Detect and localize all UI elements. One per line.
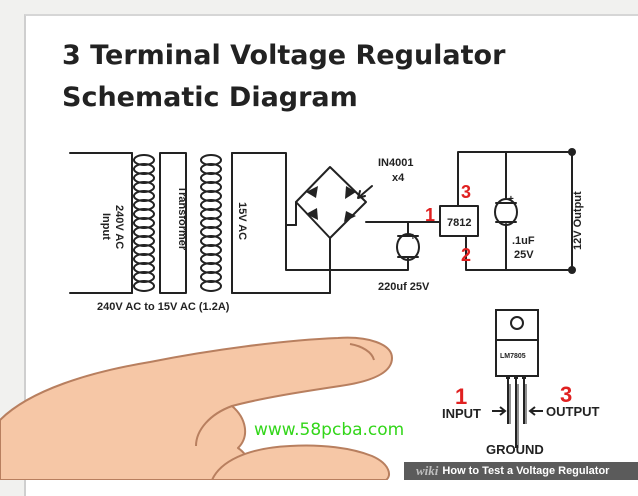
schematic-pin-1: 1 — [425, 205, 435, 225]
output-label: 12V Output — [572, 191, 584, 250]
package-pin-input-number: 1 — [455, 384, 467, 409]
regulator-label: 7812 — [447, 217, 471, 229]
regulator-wires — [439, 151, 573, 271]
regulator-7812-box — [439, 205, 479, 237]
conversion-label: 240V AC to 15V AC (1.2A) — [97, 301, 230, 313]
footer-caption-bar: wiki How to Test a Voltage Regulator — [404, 462, 638, 480]
bridge-rectifier — [295, 166, 367, 239]
bridge-output-wires — [329, 221, 441, 271]
diagram-title-line-1: 3 Terminal Voltage Regulator — [62, 40, 506, 71]
diagram-title-line-2: Schematic Diagram — [62, 82, 358, 113]
coil-turn — [200, 280, 222, 292]
filter-capacitor-label: 220uf 25V — [378, 281, 430, 293]
package-ground-label: GROUND — [486, 442, 544, 457]
secondary-coil — [200, 154, 222, 292]
primary-input-wires — [69, 152, 133, 294]
schematic-diagram: 240V AC Input Transformer 15V AC 240V AC… — [0, 148, 600, 480]
pointing-hand-illustration — [0, 336, 393, 480]
diode-label-line-1: IN4001 — [378, 157, 413, 169]
diode-label-line-2: x4 — [392, 172, 405, 184]
schematic-pin-2: 2 — [461, 245, 471, 265]
diode-symbols — [306, 186, 356, 222]
package-pin-output-number: 3 — [560, 382, 572, 407]
output-capacitor-label-line-2: 25V — [514, 249, 534, 261]
package-output-label: OUTPUT — [546, 404, 600, 419]
secondary-voltage-label: 15V AC — [236, 202, 248, 240]
output-capacitor-label-line-1: .1uF — [512, 235, 535, 247]
filter-cap-plus: + — [410, 232, 416, 243]
package-input-label: INPUT — [442, 406, 481, 421]
schematic-pin-3: 3 — [461, 182, 471, 202]
regulator-package — [492, 309, 543, 448]
package-chip-label: LM7805 — [500, 353, 526, 360]
diode-pointer-arrow — [357, 185, 373, 199]
footer-caption: How to Test a Voltage Regulator — [442, 465, 610, 477]
output-capacitor — [494, 198, 518, 226]
footer-brand: wiki — [416, 463, 439, 478]
input-label-line-2: Input — [100, 213, 112, 240]
output-cap-plus: + — [508, 194, 514, 205]
transformer-label: Transformer — [176, 186, 188, 251]
primary-coil — [133, 154, 155, 292]
coil-turn — [133, 280, 155, 292]
transformer-core — [159, 152, 187, 294]
input-label-line-1: 240V AC — [113, 205, 125, 249]
secondary-wires — [231, 152, 331, 294]
watermark-text: www.58pcba.com — [254, 420, 405, 440]
output-terminals — [568, 148, 576, 274]
